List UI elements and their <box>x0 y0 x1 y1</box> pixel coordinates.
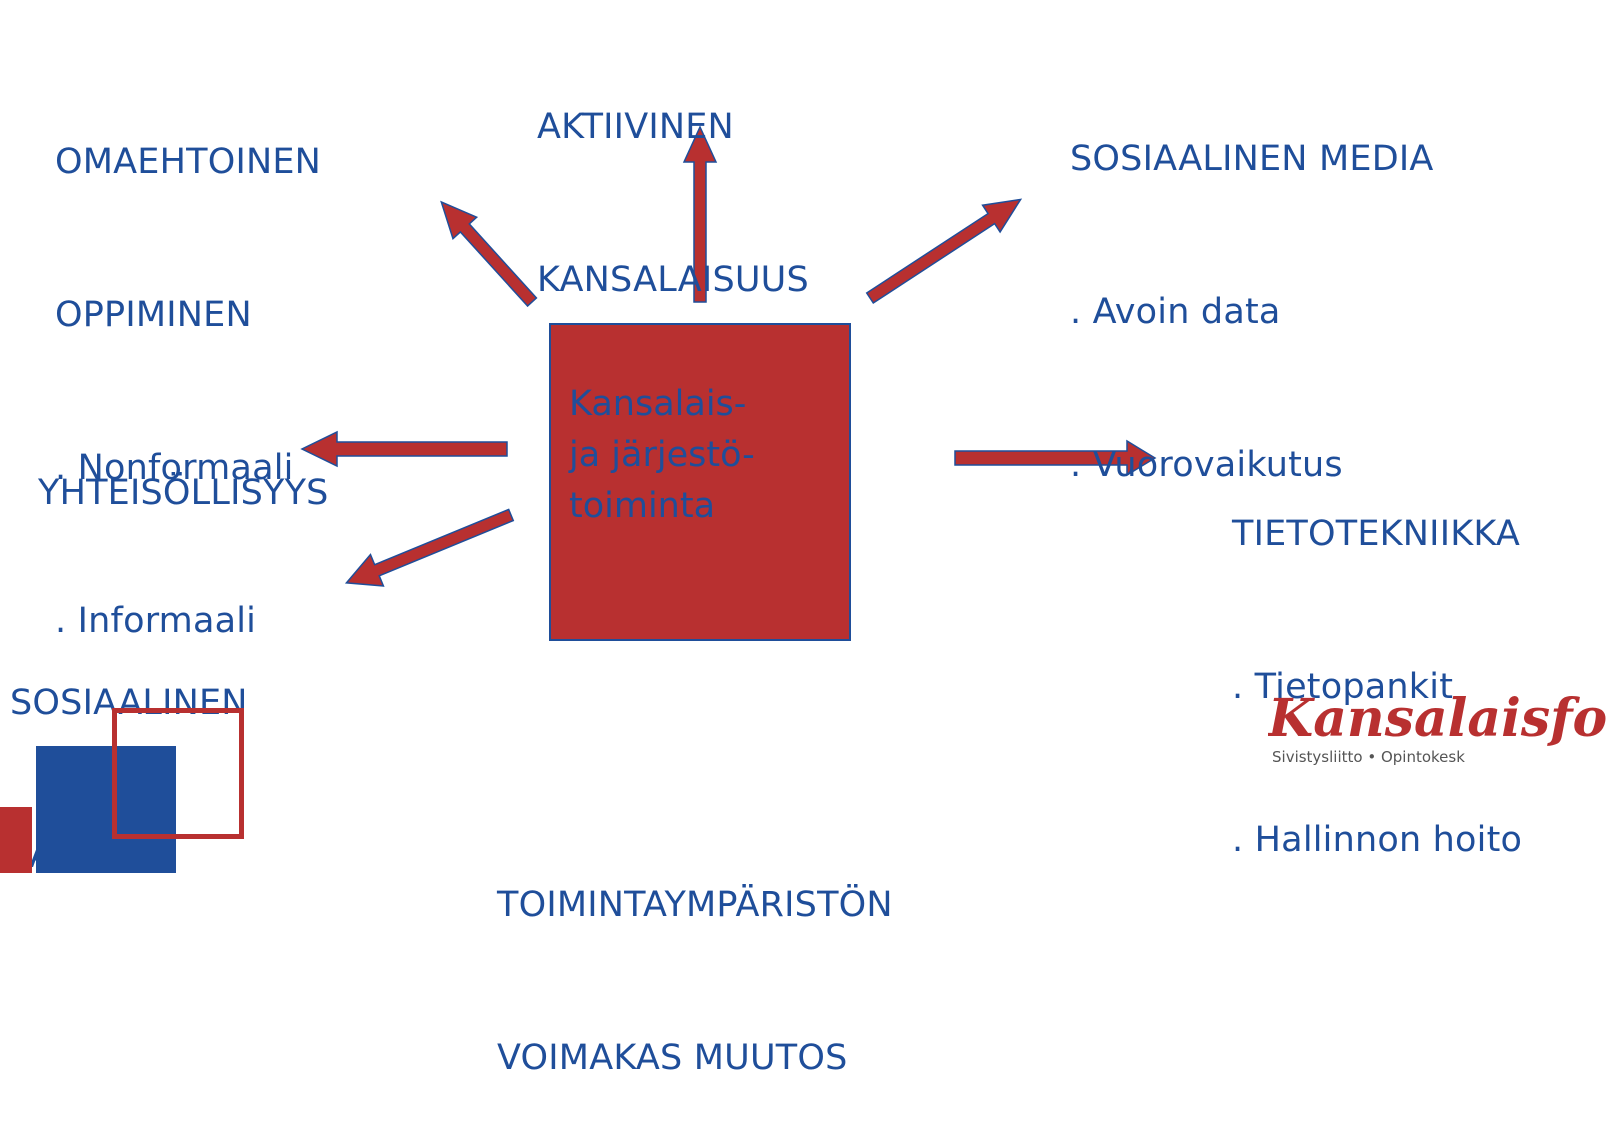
center-line: toiminta <box>569 486 716 526</box>
arrows-layer <box>300 125 1157 587</box>
label-line: OPPIMINEN <box>55 295 252 335</box>
label-line: . Avoin data <box>1070 292 1281 332</box>
center-line: Kansalais- <box>569 384 747 424</box>
label-line: SOSIAALINEN MEDIA <box>1070 139 1434 179</box>
label-line: . Hallinnon hoito <box>1232 820 1523 860</box>
label-line: . Vuorovaikutus <box>1070 445 1343 485</box>
label-line: TOIMINTAYMPÄRISTÖN <box>497 885 893 925</box>
label-line: . Nonformaali <box>55 448 294 488</box>
label-toimintaymparisto: TOIMINTAYMPÄRISTÖN VOIMAKAS MUUTOS <box>497 778 893 1135</box>
logo-wordmark: Kansalaisfo <box>1268 690 1608 749</box>
label-line: . Informaali <box>55 601 257 641</box>
label-line: VOIMAKAS MUUTOS <box>497 1038 848 1078</box>
kansalaisfoorumi-logo: Kansalaisfo Sivistysliitto • Opintokesk <box>1268 690 1612 780</box>
arrow-down-left <box>344 508 515 587</box>
label-yhteisollisyys: YHTEISÖLLISYYS <box>38 366 329 570</box>
arrow-right <box>954 439 1157 477</box>
label-line: SOSIAALINEN <box>10 683 248 723</box>
center-line: ja järjestö- <box>569 435 755 475</box>
deco-blue-square <box>36 746 176 873</box>
label-tietotekniikka: TIETOTEKNIIKKA . Tietopankit . Hallinnon… <box>1232 407 1522 917</box>
center-box: Kansalais- ja järjestö- toiminta <box>549 323 851 641</box>
arrow-left <box>300 430 508 468</box>
label-line: KANSALAISUUS <box>537 260 809 300</box>
logo-subtitle: Sivistysliitto • Opintokesk <box>1272 748 1465 766</box>
deco-red-outline-square <box>112 708 244 839</box>
arrow-up-right <box>865 198 1023 305</box>
label-line: . Tietopankit <box>1232 667 1454 707</box>
arrow-up <box>682 125 718 303</box>
label-line: YHTEISÖLLISYYS <box>38 473 329 513</box>
label-line: AKTIIVINEN <box>537 107 734 147</box>
label-line: OMAEHTOINEN <box>55 142 322 182</box>
label-line: TIETOTEKNIIKKA <box>1232 514 1521 554</box>
deco-red-square <box>0 807 32 873</box>
label-sosiaalinen-media: SOSIAALINEN MEDIA . Avoin data . Vuorova… <box>1070 32 1434 542</box>
center-text: Kansalais- ja järjestö- toiminta <box>569 379 755 532</box>
label-omaehtoinen-oppiminen: OMAEHTOINEN OPPIMINEN . Nonformaali . In… <box>55 35 321 698</box>
label-aktiivinen-kansalaisuus: AKTIIVINEN KANSALAISUUS <box>537 0 809 357</box>
arrow-up-left <box>440 200 538 308</box>
